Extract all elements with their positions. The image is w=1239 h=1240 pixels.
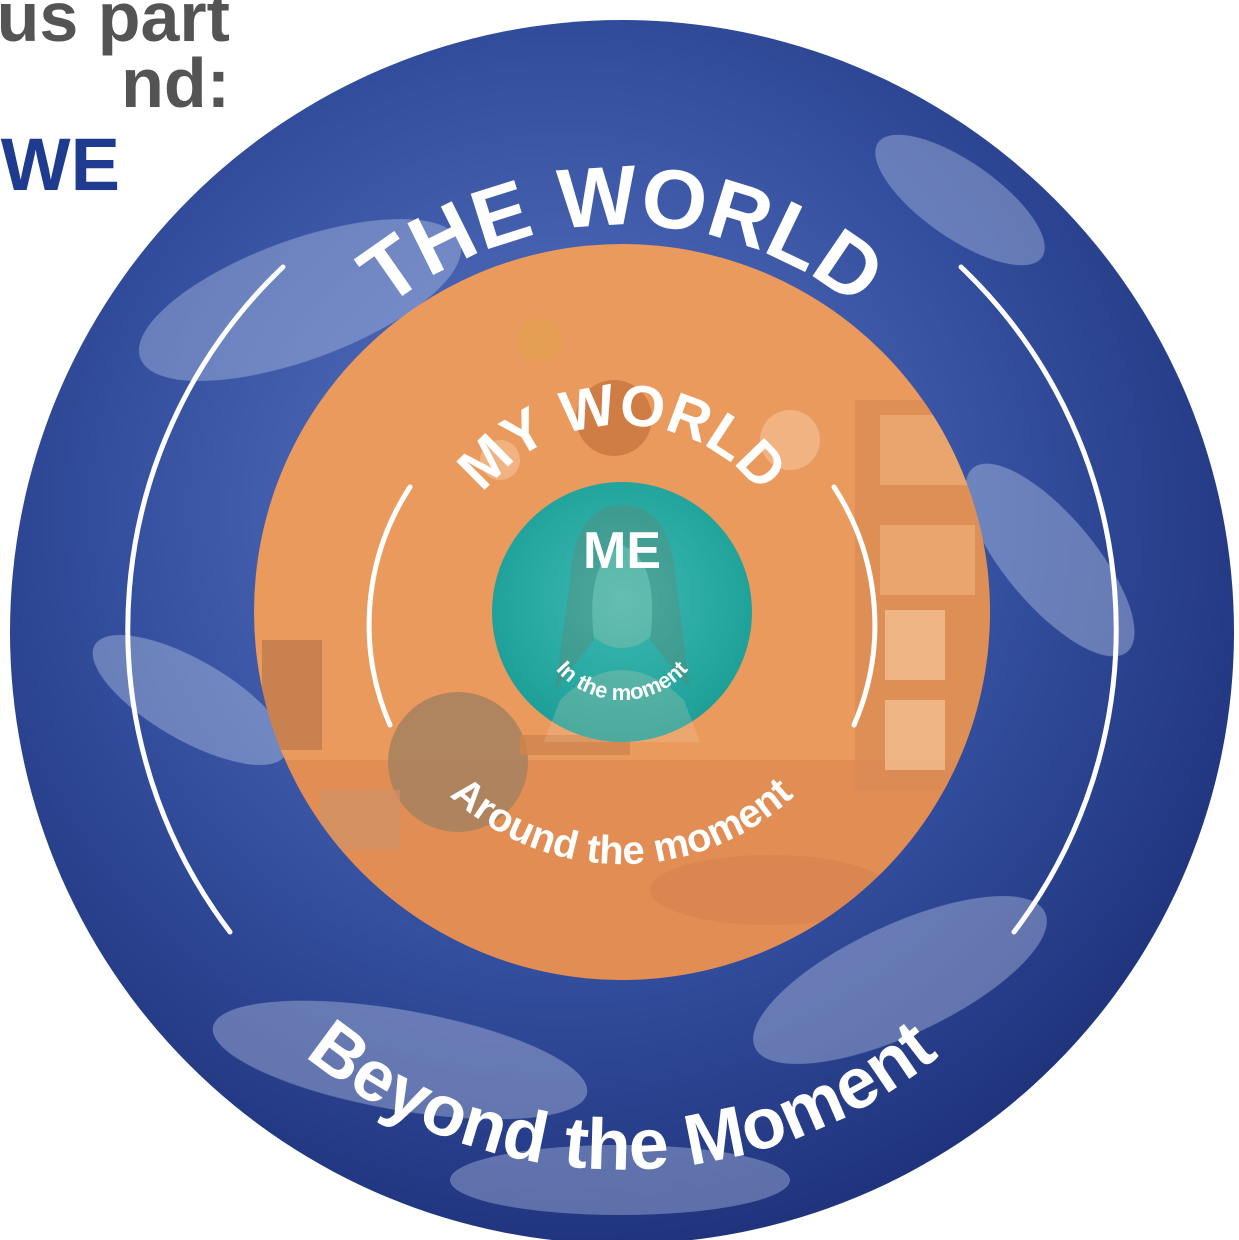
outer-arc-right bbox=[958, 264, 1119, 935]
middle-arc-right bbox=[831, 484, 878, 728]
outer-arc-left bbox=[125, 264, 286, 935]
heading-fragment: us part nd: WE bbox=[0, 0, 240, 220]
heading-line-3: WE bbox=[0, 123, 120, 206]
heading-line-1: us part bbox=[0, 0, 230, 56]
inner-title: ME bbox=[583, 522, 661, 580]
middle-arc-left bbox=[366, 484, 413, 728]
heading-line-2: nd: bbox=[121, 44, 230, 122]
outer-ring-arcs bbox=[125, 264, 1119, 935]
middle-ring-arcs bbox=[366, 484, 878, 728]
me-circle bbox=[492, 482, 752, 742]
